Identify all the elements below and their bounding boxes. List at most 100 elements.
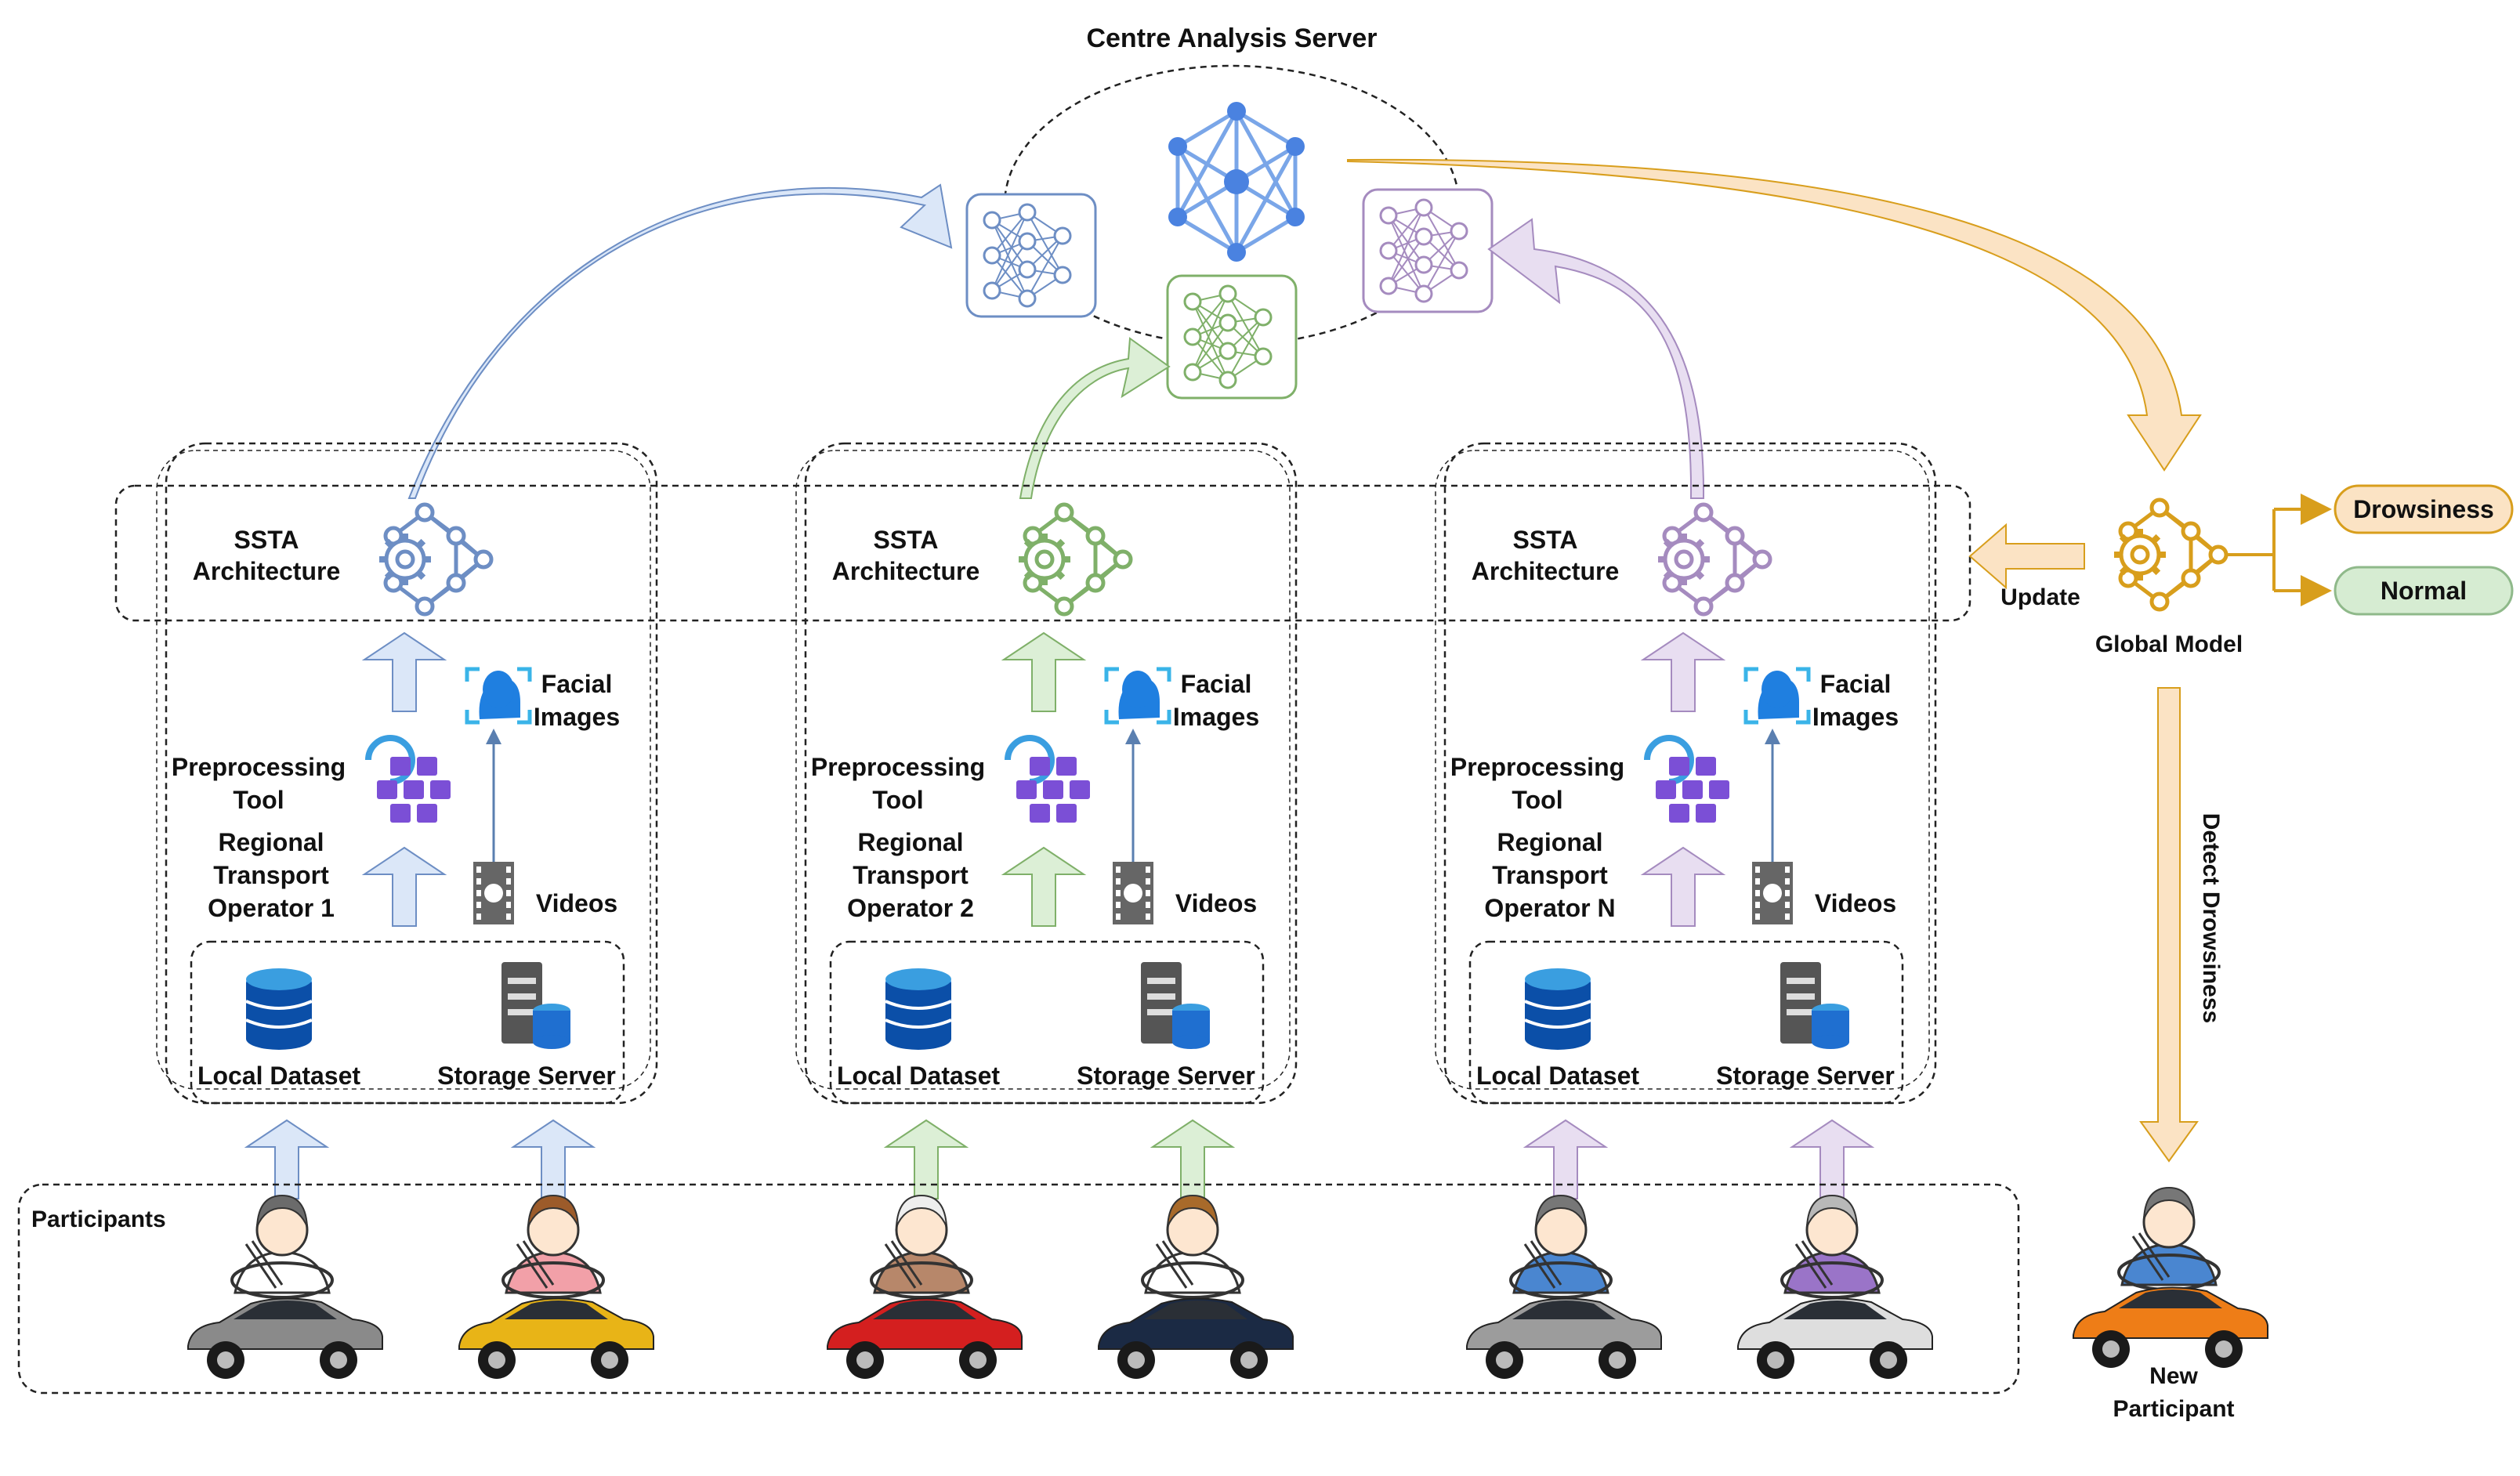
facial-label-1: Facial: [1181, 670, 1252, 698]
new-participant-label-1: New: [2149, 1363, 2198, 1389]
face-scan-icon: [1104, 667, 1171, 725]
operator-label-3: Operator 2: [847, 894, 974, 922]
storage-server-icon: [501, 962, 570, 1049]
ssta-label-1: SSTA: [874, 526, 939, 554]
participants-box: [17, 1183, 2020, 1395]
ssta-architecture-icon: [1658, 502, 1772, 617]
global-model-icon: [2114, 497, 2229, 612]
database-icon: [885, 968, 952, 1050]
new-participant-label-2: Participant: [2113, 1396, 2234, 1422]
preprocessing-label-2: Tool: [872, 786, 923, 814]
storage-server-label: Storage Server: [437, 1062, 616, 1090]
videos-label: Videos: [1815, 889, 1896, 917]
facial-label-2: Images: [534, 703, 620, 731]
car-6: [1737, 1297, 1933, 1379]
participant-arrow-a: [883, 1119, 969, 1199]
client-inner-box: [1435, 450, 1930, 1090]
global-model-label: Global Model: [2095, 631, 2243, 657]
driver-2: [501, 1194, 605, 1299]
driver-3: [870, 1194, 973, 1299]
global-distribution-arrow: [1347, 158, 2202, 472]
driver-1: [230, 1194, 334, 1299]
participant-arrow-a: [244, 1119, 330, 1199]
preprocess-input-arrow: [361, 846, 447, 927]
participant-arrow-a: [1522, 1119, 1609, 1199]
detect-drowsiness-label: Detect Drowsiness: [2198, 813, 2224, 1023]
video-film-icon: [473, 862, 514, 924]
client-1-submodel-icon: [965, 193, 1097, 318]
ssta-architecture-icon: [1019, 502, 1133, 617]
facial-label-2: Images: [1173, 703, 1259, 731]
dataset-box: [190, 940, 625, 1105]
update-arrow: [1968, 523, 2085, 590]
operator-label-2: Transport: [853, 861, 969, 889]
output-pill-drowsiness: [2334, 484, 2514, 534]
new-participant-driver: [2117, 1186, 2221, 1291]
ssta-architecture-icon: [379, 502, 494, 617]
video-to-facial-arrowhead: [1125, 729, 1141, 744]
arch-input-arrow: [361, 631, 447, 712]
ssta-label-1: SSTA: [1513, 526, 1578, 554]
driver-4: [1141, 1194, 1244, 1299]
driver-6: [1780, 1194, 1884, 1299]
preprocessing-cubes-icon: [1005, 735, 1090, 823]
arch-input-arrow: [1640, 631, 1726, 712]
video-film-icon: [1752, 862, 1793, 924]
car-4: [1098, 1297, 1294, 1379]
face-scan-icon: [1743, 667, 1811, 725]
car-1: [187, 1297, 383, 1379]
preprocessing-label-2: Tool: [233, 786, 284, 814]
storage-server-icon: [1780, 962, 1849, 1049]
aggregated-model-icon: [1168, 102, 1305, 262]
operator-label-1: Regional: [218, 828, 324, 856]
ssta-label-2: Architecture: [832, 557, 980, 585]
ssta-row-band: [114, 484, 1971, 622]
local-dataset-label: Local Dataset: [837, 1062, 1000, 1090]
client-group-3: SSTAArchitectureFacialImagesPreprocessin…: [1435, 442, 1937, 1199]
output-label-drowsiness: Drowsiness: [2353, 495, 2494, 523]
preprocess-input-arrow: [1640, 846, 1726, 927]
preprocessing-label-1: Preprocessing: [172, 753, 346, 781]
operator-label-3: Operator N: [1484, 894, 1615, 922]
facial-label-1: Facial: [1820, 670, 1892, 698]
operator-label-2: Transport: [1492, 861, 1608, 889]
local-dataset-label: Local Dataset: [1476, 1062, 1639, 1090]
client-2-submodel-icon: [1166, 274, 1298, 400]
server-title: Centre Analysis Server: [1086, 24, 1377, 53]
video-to-facial-arrowhead: [1765, 729, 1780, 744]
update-label: Update: [2000, 584, 2080, 610]
participant-arrow-b: [1789, 1119, 1875, 1199]
facial-label-1: Facial: [541, 670, 613, 698]
new-participant-car: [2073, 1286, 2268, 1368]
arch-input-arrow: [1001, 631, 1087, 712]
preprocessing-label-1: Preprocessing: [811, 753, 985, 781]
videos-label: Videos: [1175, 889, 1257, 917]
output-label-normal: Normal: [2381, 577, 2467, 605]
ssta-label-2: Architecture: [1472, 557, 1620, 585]
video-film-icon: [1113, 862, 1153, 924]
videos-label: Videos: [536, 889, 617, 917]
operator-label-1: Regional: [857, 828, 963, 856]
client-group-2: SSTA ArchitectureFacialImagesPreprocessin…: [795, 442, 1298, 1199]
client-inner-box: [795, 450, 1291, 1090]
preprocessing-label-2: Tool: [1512, 786, 1562, 814]
operator-label-3: Operator 1: [208, 894, 335, 922]
participant-arrow-b: [1150, 1119, 1236, 1199]
detect-arrow: [2139, 687, 2199, 1163]
storage-server-label: Storage Server: [1077, 1062, 1255, 1090]
car-5: [1466, 1297, 1662, 1379]
car-2: [458, 1297, 654, 1379]
client-inner-box: [156, 450, 651, 1090]
ssta-label-1: SSTA: [234, 526, 299, 554]
database-icon: [245, 968, 313, 1050]
operator-label-2: Transport: [213, 861, 329, 889]
video-to-facial-arrowhead: [486, 729, 501, 744]
storage-server-icon: [1141, 962, 1210, 1049]
car-3: [827, 1297, 1023, 1379]
operator-label-1: Regional: [1497, 828, 1602, 856]
output-branches: [2227, 494, 2332, 606]
preprocess-input-arrow: [1001, 846, 1087, 927]
upload-arrow-client-2: [1019, 337, 1171, 499]
preprocessing-cubes-icon: [1644, 735, 1729, 823]
